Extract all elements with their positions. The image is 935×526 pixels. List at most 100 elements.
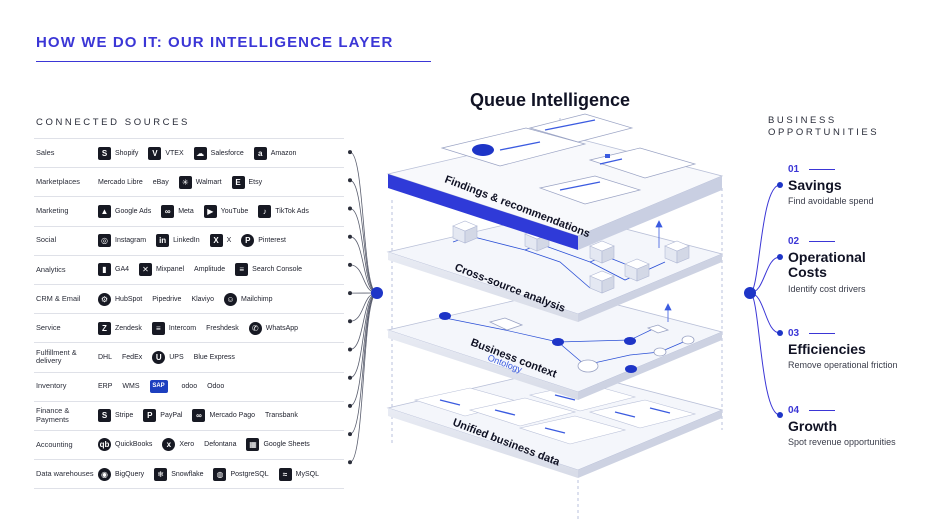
search-console-icon: ≡ <box>235 263 249 277</box>
opportunity-savings: 01 Savings Find avoidable spend <box>788 164 874 207</box>
source-brand: ♪TikTok Ads <box>258 204 309 218</box>
intercom-icon: ≡ <box>151 321 165 335</box>
source-connector <box>349 292 378 435</box>
source-brand: FedEx <box>122 351 142 364</box>
source-brand-label: Amplitude <box>194 266 226 274</box>
layer-cross-source-analysis <box>386 211 724 322</box>
source-brand-label: GA4 <box>115 266 130 274</box>
mysql-icon: ≈ <box>278 467 292 481</box>
source-brand: ≡Search Console <box>235 263 302 277</box>
source-brand-label: Snowflake <box>171 470 204 478</box>
source-brand-label: Zendesk <box>115 324 142 332</box>
source-brand: DHL <box>98 351 112 364</box>
source-category: Social <box>36 235 57 245</box>
source-brand-label: DHL <box>98 353 113 361</box>
ga4-icon: ▮ <box>98 263 111 277</box>
source-connector <box>349 292 378 350</box>
source-brand-label: PayPal <box>160 412 183 420</box>
source-brand-label: Intercom <box>168 324 197 332</box>
source-brand: ◉BigQuery <box>98 467 144 481</box>
source-brand: Freshdesk <box>206 325 239 332</box>
source-connector-dot <box>348 150 352 155</box>
source-category: Inventory <box>36 381 67 391</box>
analysis-cube <box>624 258 650 282</box>
mailchimp-icon: ☺ <box>224 292 238 306</box>
source-brand-label: Meta <box>178 207 194 215</box>
stripe-icon: S <box>98 409 111 423</box>
source-brand-label: FedEx <box>122 353 143 361</box>
source-brand-label: Amazon <box>270 149 297 157</box>
source-brand-label: WhatsApp <box>265 324 299 332</box>
tiktok-icon: ♪ <box>258 204 272 218</box>
source-brand: ▮ GA4 <box>98 263 130 277</box>
opportunity-nodes <box>777 182 783 418</box>
source-brand-label: QuickBooks <box>115 441 153 449</box>
source-brand-label: Google Ads <box>115 207 152 215</box>
source-brand-label: LinkedIn <box>173 237 200 245</box>
source-brand: odoo <box>182 383 198 390</box>
source-row: Data warehouses◉BigQuery❄Snowflake◍Postg… <box>34 459 344 490</box>
source-brand: Mercado Libre <box>98 179 143 186</box>
source-brand-label: Xero <box>179 441 195 449</box>
vtex-icon: V <box>148 146 162 160</box>
xero-icon: x <box>162 438 176 452</box>
source-brand-label: Mixpanel <box>156 266 185 274</box>
source-connector <box>349 151 378 294</box>
source-connector-dot <box>348 347 352 352</box>
source-brand-label: Blue Express <box>193 353 235 361</box>
source-category: CRM & Email <box>36 293 81 303</box>
source-brand: ∞Meta <box>161 204 194 218</box>
source-brand: WMS <box>122 383 139 390</box>
source-brand-label: eBay <box>152 178 169 186</box>
source-connector-dot <box>348 460 352 465</box>
source-brand: ≡Intercom <box>151 321 197 335</box>
source-connector <box>349 179 378 294</box>
source-connector-dot <box>348 178 352 183</box>
source-brand: ≈MySQL <box>278 467 319 481</box>
sap-icon: SAP <box>149 380 168 394</box>
source-connector-dot <box>348 375 352 380</box>
source-brand-label: Etsy <box>248 178 263 186</box>
source-brand-label: Mailchimp <box>241 295 273 303</box>
source-brand-label: Odoo <box>207 383 225 391</box>
source-category: Fulfillment & delivery <box>36 347 77 366</box>
source-brand: ◍PostgreSQL <box>213 467 269 481</box>
source-brand-label: Salesforce <box>210 149 244 157</box>
title-underline <box>36 61 431 62</box>
source-brand: Transbank <box>265 412 298 419</box>
mercado-pago-icon: ∞ <box>192 409 206 423</box>
source-brand: ✕Mixpanel <box>139 263 185 277</box>
source-brand: eBay <box>153 176 169 189</box>
linkedin-icon: in <box>156 234 170 248</box>
source-brand: Klaviyo <box>191 296 214 303</box>
source-brand: ▲Google Ads <box>98 204 152 218</box>
source-brand-label: ERP <box>98 383 113 391</box>
bigquery-icon: ◉ <box>98 467 111 481</box>
source-brand-label: PostgreSQL <box>230 470 269 478</box>
source-row: Marketing▲Google Ads∞Meta▶YouTube♪TikTok… <box>34 196 344 225</box>
whatsapp-icon: ✆ <box>248 321 262 335</box>
source-brand-label: Google Sheets <box>263 441 310 449</box>
source-brand: ☁Salesforce <box>193 146 244 160</box>
source-brand-label: Mercado Pago <box>209 412 256 420</box>
source-connector-dot <box>348 291 352 296</box>
source-brand-label: odoo <box>181 383 198 391</box>
amazon-icon: a <box>253 146 267 160</box>
mixpanel-icon: ✕ <box>139 263 153 277</box>
source-brand-label: MySQL <box>295 470 319 478</box>
ups-icon: U <box>152 350 166 364</box>
source-connector <box>349 292 378 463</box>
source-brand-label: Freshdesk <box>206 324 239 332</box>
source-brand: ▦Google Sheets <box>246 438 310 452</box>
